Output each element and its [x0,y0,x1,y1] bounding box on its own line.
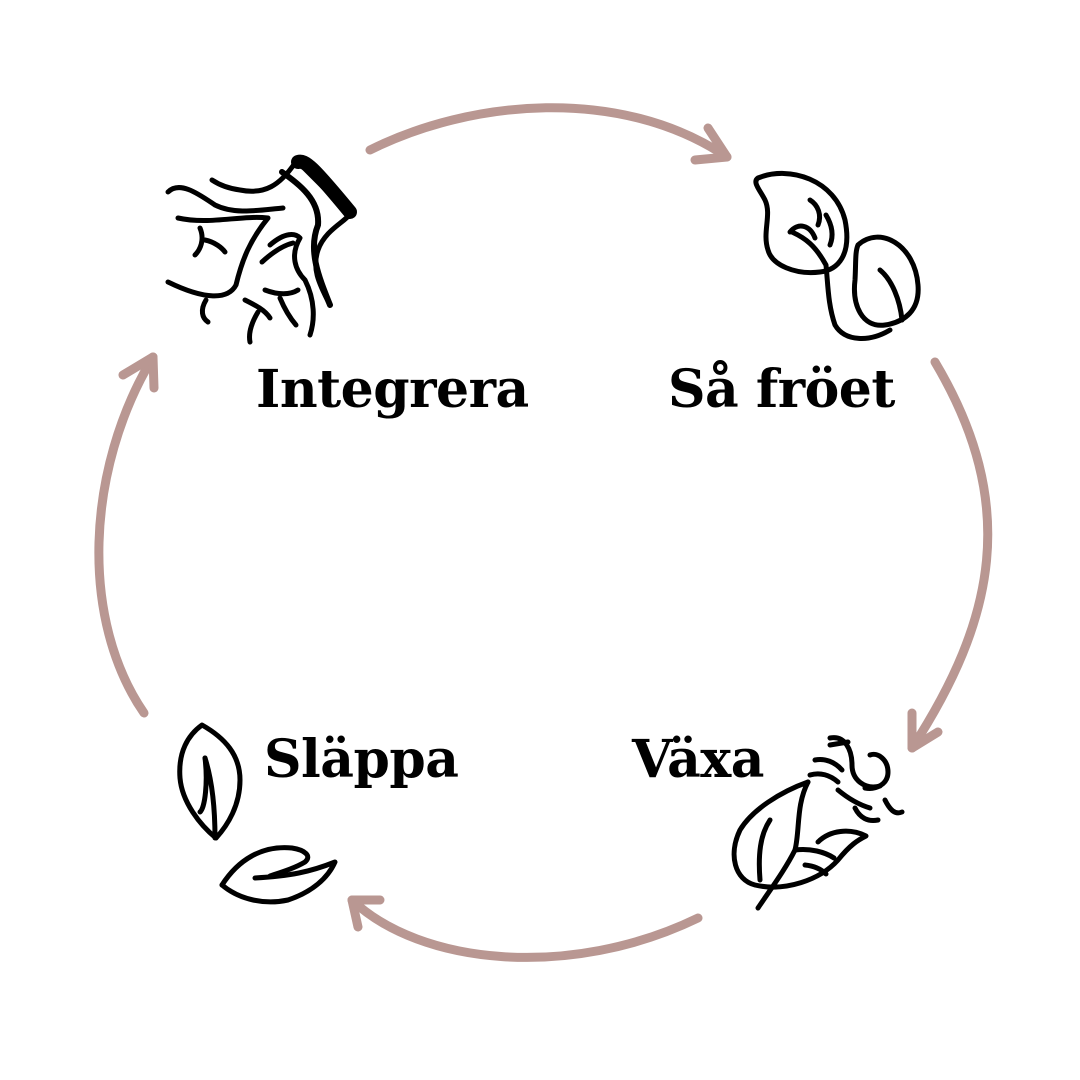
roots-icon [165,154,357,345]
growing-leaves-icon [731,735,905,911]
stage-label-sa-froet: Så fröet [668,359,895,420]
seed-leaf-icon [753,170,921,341]
cycle-arrows [94,103,993,962]
arrow-slappa-to-integrera [94,352,159,718]
arrow-integrera-to-sa-froet [365,103,732,165]
stage-label-vaxa: Växa [632,729,764,790]
arrow-sa-froet-to-vaxa [907,357,993,753]
stage-label-integrera: Integrera [256,359,529,420]
arrow-vaxa-to-slappa [347,895,703,962]
stage-label-slappa: Släppa [264,729,459,790]
falling-leaves-icon [177,722,338,905]
